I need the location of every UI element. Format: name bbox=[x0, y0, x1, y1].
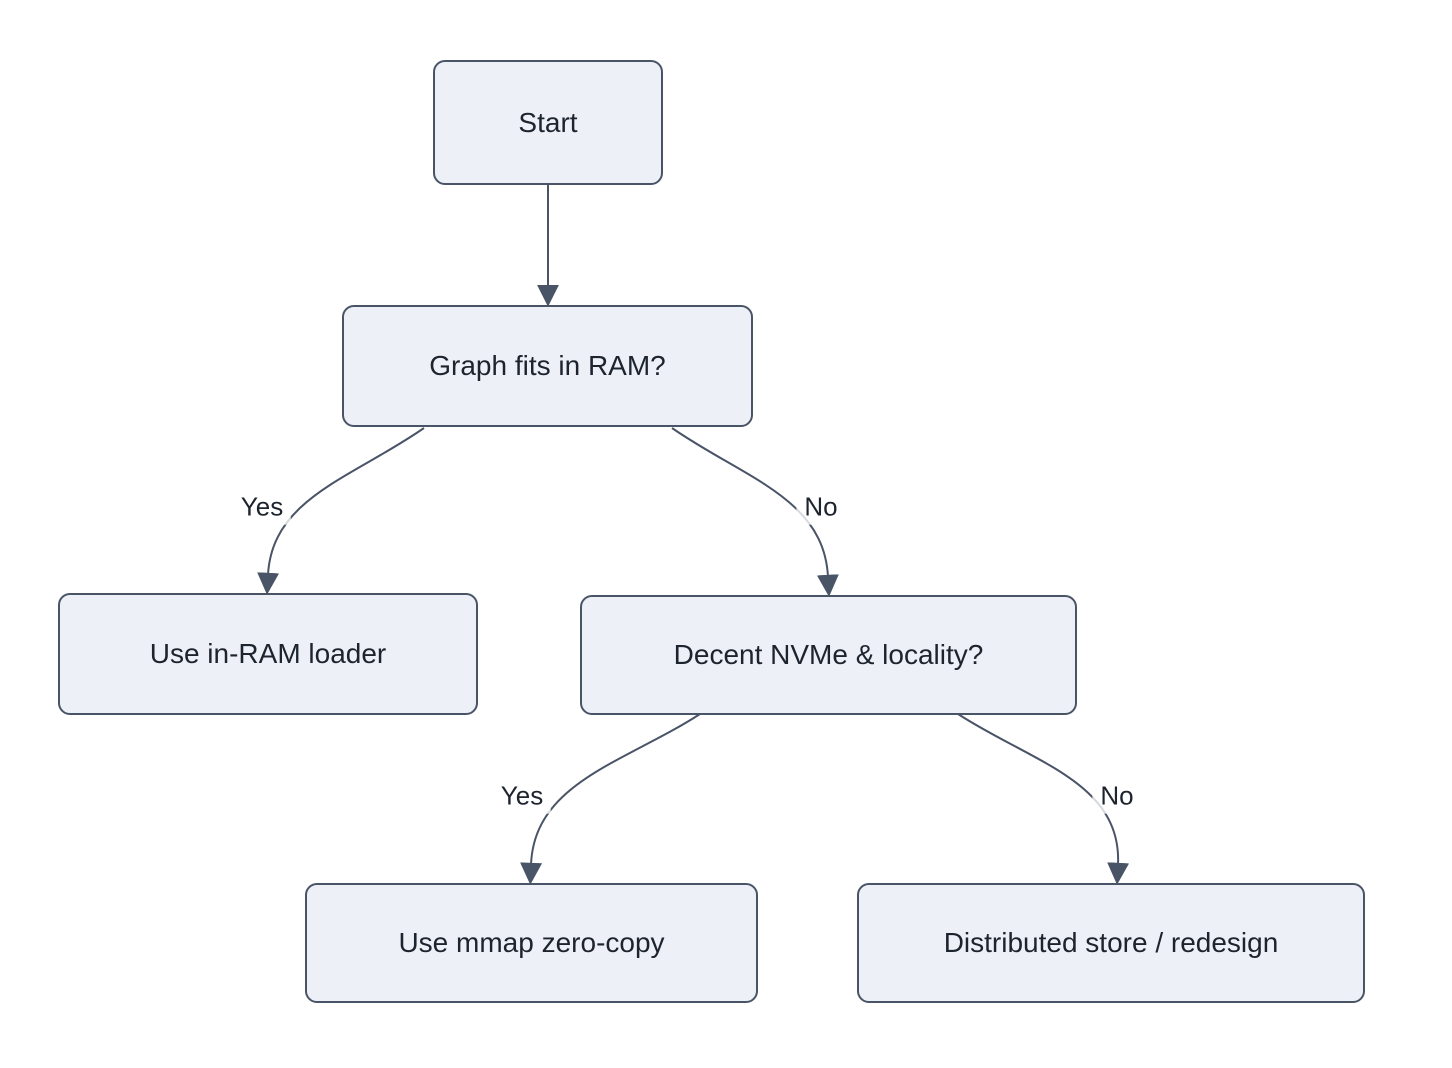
edge-label-yes-nvme: Yes bbox=[492, 778, 552, 814]
node-decent-nvme-locality: Decent NVMe & locality? bbox=[580, 595, 1077, 715]
node-distributed-store-redesign-label: Distributed store / redesign bbox=[943, 927, 1279, 959]
node-start-label: Start bbox=[518, 106, 578, 138]
edge-nvme-yes-to-mmap bbox=[520, 713, 701, 885]
node-use-mmap-zero-copy: Use mmap zero-copy bbox=[305, 883, 758, 1003]
node-graph-fits-in-ram: Graph fits in RAM? bbox=[342, 305, 753, 427]
edge-fitsram-yes-to-inramloader bbox=[257, 427, 425, 595]
edge-label-no-nvme: No bbox=[1092, 778, 1142, 814]
node-use-in-ram-loader-label: Use in-RAM loader bbox=[149, 638, 387, 670]
node-decent-nvme-locality-label: Decent NVMe & locality? bbox=[673, 639, 984, 671]
edge-label-no-fitsram: No bbox=[796, 489, 846, 525]
edge-label-yes-fitsram: Yes bbox=[232, 489, 292, 525]
node-start: Start bbox=[433, 60, 663, 185]
node-distributed-store-redesign: Distributed store / redesign bbox=[857, 883, 1365, 1003]
node-use-in-ram-loader: Use in-RAM loader bbox=[58, 593, 478, 715]
node-use-mmap-zero-copy-label: Use mmap zero-copy bbox=[398, 927, 665, 959]
node-graph-fits-in-ram-label: Graph fits in RAM? bbox=[429, 350, 666, 382]
